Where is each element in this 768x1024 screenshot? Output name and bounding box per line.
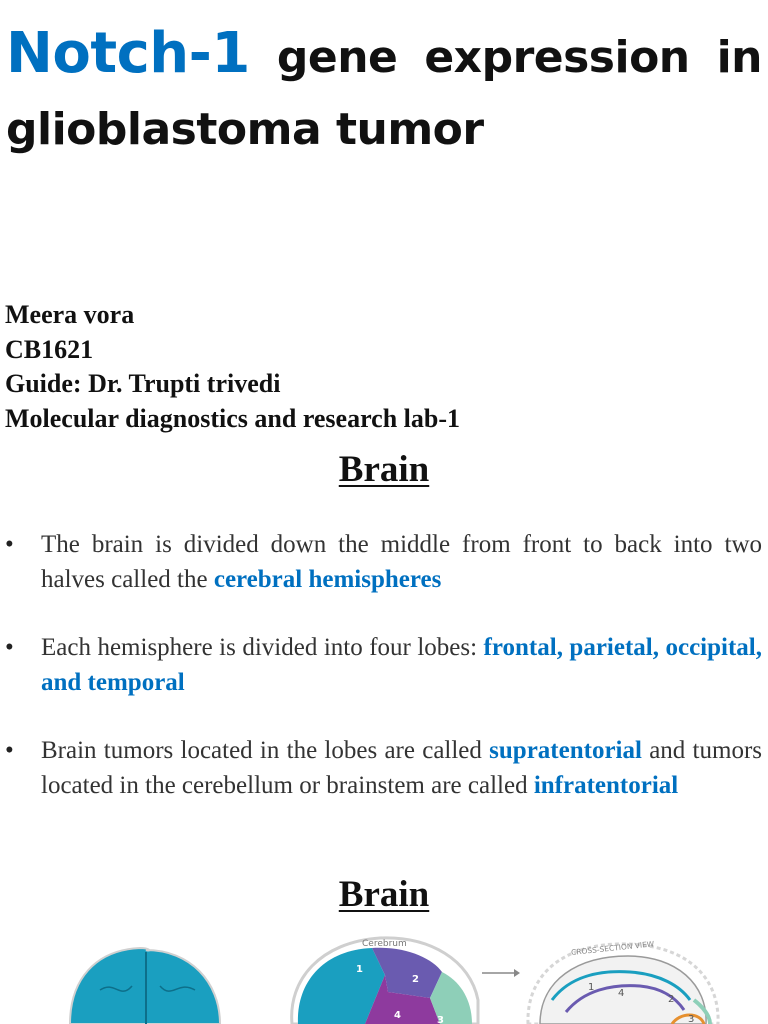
cross-number: 1 bbox=[588, 982, 594, 993]
brain-top-view bbox=[68, 946, 222, 1024]
section-heading-brain-2: Brain bbox=[338, 874, 430, 915]
lobe-number: 3 bbox=[437, 1015, 444, 1024]
slide-title: Notch-1 gene expression in glioblastoma … bbox=[6, 18, 763, 166]
author-block: Meera vora CB1621 Guide: Dr. Trupti triv… bbox=[5, 298, 460, 436]
bullet-highlight: supratentorial bbox=[489, 737, 642, 764]
bullet-text-tail: and tumors located in the cerebellum or … bbox=[41, 737, 763, 799]
list-item: • Each hemisphere is divided into four l… bbox=[0, 631, 768, 700]
section-heading-brain: Brain bbox=[338, 449, 430, 490]
author-guide: Guide: Dr. Trupti trivedi bbox=[5, 369, 281, 398]
brain-cross-section: CROSS-SECTION VIEW 1 4 2 3 bbox=[526, 939, 720, 1024]
bullet-icon: • bbox=[5, 737, 14, 764]
list-item: • The brain is divided down the middle f… bbox=[0, 528, 768, 597]
author-id: CB1621 bbox=[5, 334, 94, 364]
bullet-text: Brain tumors located in the lobes are ca… bbox=[41, 737, 490, 764]
bullet-icon: • bbox=[5, 634, 14, 661]
bullet-highlight-2: infratentorial bbox=[533, 771, 679, 799]
title-accent: Notch-1 bbox=[6, 21, 250, 86]
bullet-icon: • bbox=[5, 531, 14, 558]
arrow-icon bbox=[482, 969, 520, 977]
cross-number: 3 bbox=[688, 1014, 694, 1024]
bullet-text: The brain is divided down the middle fro… bbox=[41, 531, 762, 593]
lobe-number: 1 bbox=[356, 964, 363, 975]
author-lab: Molecular diagnostics and research lab-1 bbox=[5, 403, 460, 433]
title-rest: gene expression in glioblastoma tumor bbox=[6, 32, 763, 155]
brain-figure: Cerebrum 1 2 3 4 CROSS-SECTION VIEW 1 4 … bbox=[0, 920, 768, 1024]
cerebrum-label: Cerebrum bbox=[362, 939, 407, 949]
lobe-number: 2 bbox=[412, 974, 419, 985]
cross-number: 4 bbox=[618, 988, 624, 999]
bullet-highlight: cerebral hemispheres bbox=[213, 565, 442, 593]
brain-side-view: Cerebrum 1 2 3 4 bbox=[290, 936, 480, 1024]
bullet-highlight: frontal, parietal, occipital, and tempor… bbox=[41, 634, 762, 696]
bullet-list: • The brain is divided down the middle f… bbox=[0, 528, 768, 837]
lobe-number: 4 bbox=[394, 1010, 401, 1021]
author-name: Meera vora bbox=[5, 300, 135, 329]
cross-number: 2 bbox=[668, 994, 674, 1005]
brain-illustration: Cerebrum 1 2 3 4 CROSS-SECTION VIEW 1 4 … bbox=[68, 936, 720, 1024]
list-item: • Brain tumors located in the lobes are … bbox=[0, 734, 768, 803]
bullet-text: Each hemisphere is divided into four lob… bbox=[41, 634, 484, 661]
